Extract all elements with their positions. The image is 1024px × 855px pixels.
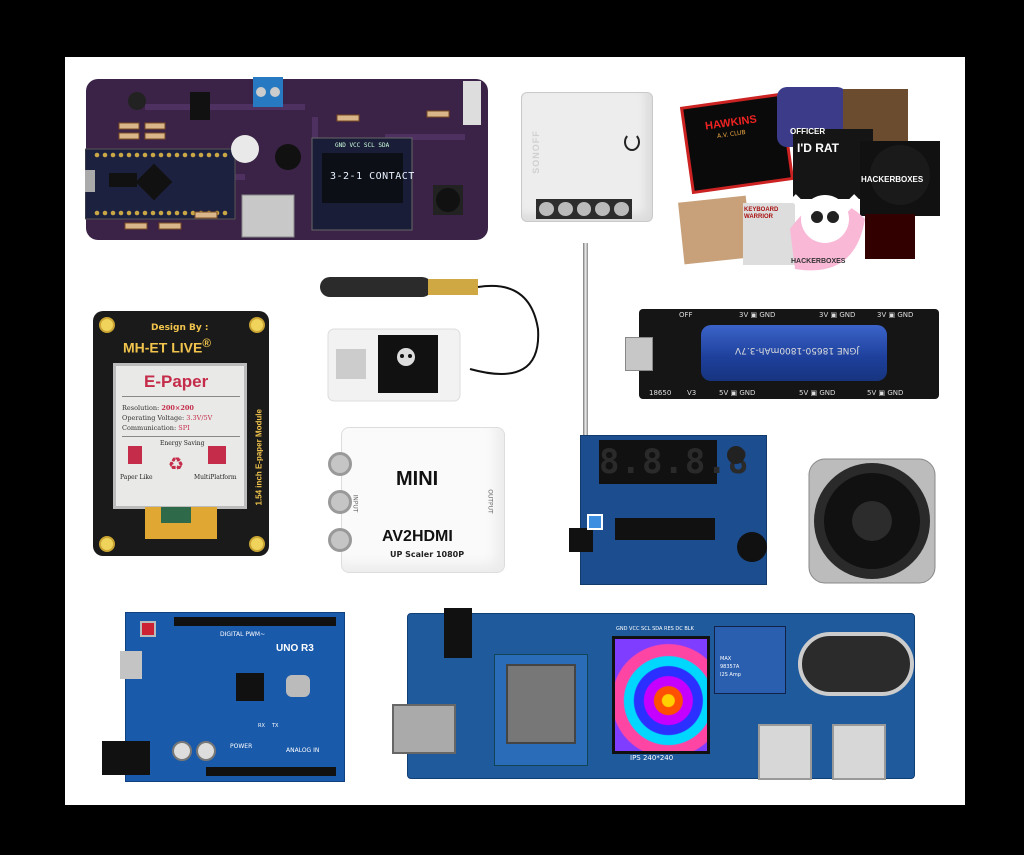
usb-port <box>625 337 653 371</box>
uno-rx-label: RX <box>258 723 265 729</box>
battery-bottom-v3: V3 <box>687 389 697 397</box>
av-input-label: INPUT <box>351 494 359 513</box>
sonoff-brand: SONOFF <box>530 130 541 174</box>
epaper-brand-line1: Design By : <box>151 323 209 333</box>
epaper-display: E-Paper Resolution: 200×200 Operating Vo… <box>113 363 247 509</box>
tft-display <box>612 636 710 754</box>
capacitor <box>172 741 192 761</box>
battery-top-3v-a: 3V ▣ GND <box>739 311 776 319</box>
epaper-brand-line2: MH-ET LIVE® <box>123 337 211 356</box>
capacitor <box>196 741 216 761</box>
rca-jack <box>328 490 352 514</box>
speaker <box>807 458 936 584</box>
battery-cell-label: JGNE 18650-1800mAh-3.7V <box>735 345 860 355</box>
epaper-spec-communication: Communication: SPI <box>122 424 190 432</box>
amp-label-max: MAX <box>720 656 732 662</box>
oled-contact-text: 3-2-1 CONTACT <box>330 171 415 182</box>
uno-analog-label: ANALOG IN <box>286 747 320 754</box>
av-scaler-label: UP Scaler 1080P <box>390 550 465 559</box>
rca-jack <box>328 452 352 476</box>
battery-cell <box>701 325 887 381</box>
document-icon <box>128 446 142 464</box>
clock-kit-board: 8.8.8.8 <box>569 435 767 585</box>
uno-power-label: POWER <box>230 743 253 750</box>
epaper-spec-voltage: Operating Voltage: 3.3V/5V <box>122 414 213 422</box>
rca-jack <box>328 528 352 552</box>
tft-ips-label: IPS 240*240 <box>630 754 674 762</box>
power-symbol-icon <box>624 133 640 151</box>
sticker-keyboard-warrior: KEYBOARD WARRIOR <box>744 207 779 220</box>
i2s-amp-module <box>714 626 786 694</box>
photo-canvas: GND VCC SCL SDA 3-2-1 CONTACT SONOFF HAW… <box>65 57 965 805</box>
blue-button <box>587 514 603 530</box>
ic-chip <box>615 518 715 540</box>
epaper-side-label: 1.54 inch E-paper Module <box>254 409 264 506</box>
purple-pcb <box>85 77 488 240</box>
atmega-chip <box>236 673 264 701</box>
battery-bottom-5v-a: 5V ▣ GND <box>719 389 756 397</box>
battery-top-3v-c: 3V ▣ GND <box>877 311 914 319</box>
uno-tx-label: TX <box>272 723 279 729</box>
sticker-pile <box>678 87 940 271</box>
oval-speaker <box>798 632 914 696</box>
usb-a-port <box>832 724 886 780</box>
dc-barrel-jack <box>102 741 150 775</box>
arduino-uno-board: DIGITAL PWM~ UNO R3 RX TX POWER ANALOG I… <box>102 612 345 782</box>
av-output-label: OUTPUT <box>486 489 494 514</box>
epaper-spec-resolution: Resolution: 200×200 <box>122 404 194 412</box>
esp32-audio-board: GND VCC SCL SDA RES DC BLK IPS 240*240 M… <box>392 608 915 780</box>
amp-label-i2s: I2S Amp <box>720 672 741 678</box>
battery-holder: JGNE 18650-1800mAh-3.7V OFF 3V ▣ GND 3V … <box>625 309 939 399</box>
recycle-icon: ♻ <box>168 454 185 475</box>
power-header <box>206 767 336 776</box>
av2hdmi-converter: MINI AV2HDMI UP Scaler 1080P INPUT OUTPU… <box>328 427 505 573</box>
sd-card-slot <box>392 704 456 754</box>
oled-pin-labels: GND VCC SCL SDA <box>335 142 390 149</box>
mount-hole <box>99 536 115 552</box>
chip-icon <box>208 446 226 464</box>
reset-button <box>140 621 156 637</box>
av-model-label: AV2HDMI <box>382 528 453 545</box>
av-mini-label: MINI <box>396 468 439 490</box>
battery-bottom-5v-c: 5V ▣ GND <box>867 389 904 397</box>
epaper-feature-energy: Energy Saving <box>160 440 205 447</box>
epaper-title: E-Paper <box>144 372 209 391</box>
tft-pin-labels: GND VCC SCL SDA RES DC BLK <box>616 626 694 632</box>
seven-segment-display: 8.8.8.8 <box>599 440 750 484</box>
epaper-module: Design By : MH-ET LIVE® E-Paper Resoluti… <box>93 311 269 556</box>
sticker-id-rat: I'D RAT <box>797 141 839 155</box>
epaper-feature-paper-like: Paper Like <box>120 474 153 481</box>
battery-bottom-18650: 18650 <box>649 389 672 397</box>
battery-top-3v-b: 3V ▣ GND <box>819 311 856 319</box>
crystal <box>286 675 310 697</box>
terminal-block <box>536 199 632 219</box>
usb-a-port <box>758 724 812 780</box>
lora-board <box>320 277 540 402</box>
amp-label-98357a: 98357A <box>720 664 740 670</box>
dc-jack <box>569 528 593 552</box>
uno-digital-label: DIGITAL PWM~ <box>220 631 266 638</box>
sticker-hackerboxes-neon: HACKERBOXES <box>861 175 924 184</box>
sticker-hackerboxes-skull: HACKERBOXES <box>791 258 846 265</box>
mount-hole <box>99 317 115 333</box>
battery-bottom-5v-b: 5V ▣ GND <box>799 389 836 397</box>
epaper-feature-multiplatform: MultiPlatform <box>194 474 237 481</box>
audio-jack <box>444 608 472 658</box>
sticker-officer: OFFICER <box>790 127 826 136</box>
usb-b-port <box>120 651 142 679</box>
buzzer <box>737 532 767 562</box>
battery-top-off: OFF <box>679 311 693 319</box>
telescopic-antenna <box>583 243 588 443</box>
mount-hole <box>249 536 265 552</box>
sonoff-switch: SONOFF <box>521 92 653 222</box>
esp32-chip <box>506 664 576 744</box>
uno-model-label: UNO R3 <box>276 643 314 654</box>
mount-hole <box>249 317 265 333</box>
digital-header <box>174 617 336 626</box>
